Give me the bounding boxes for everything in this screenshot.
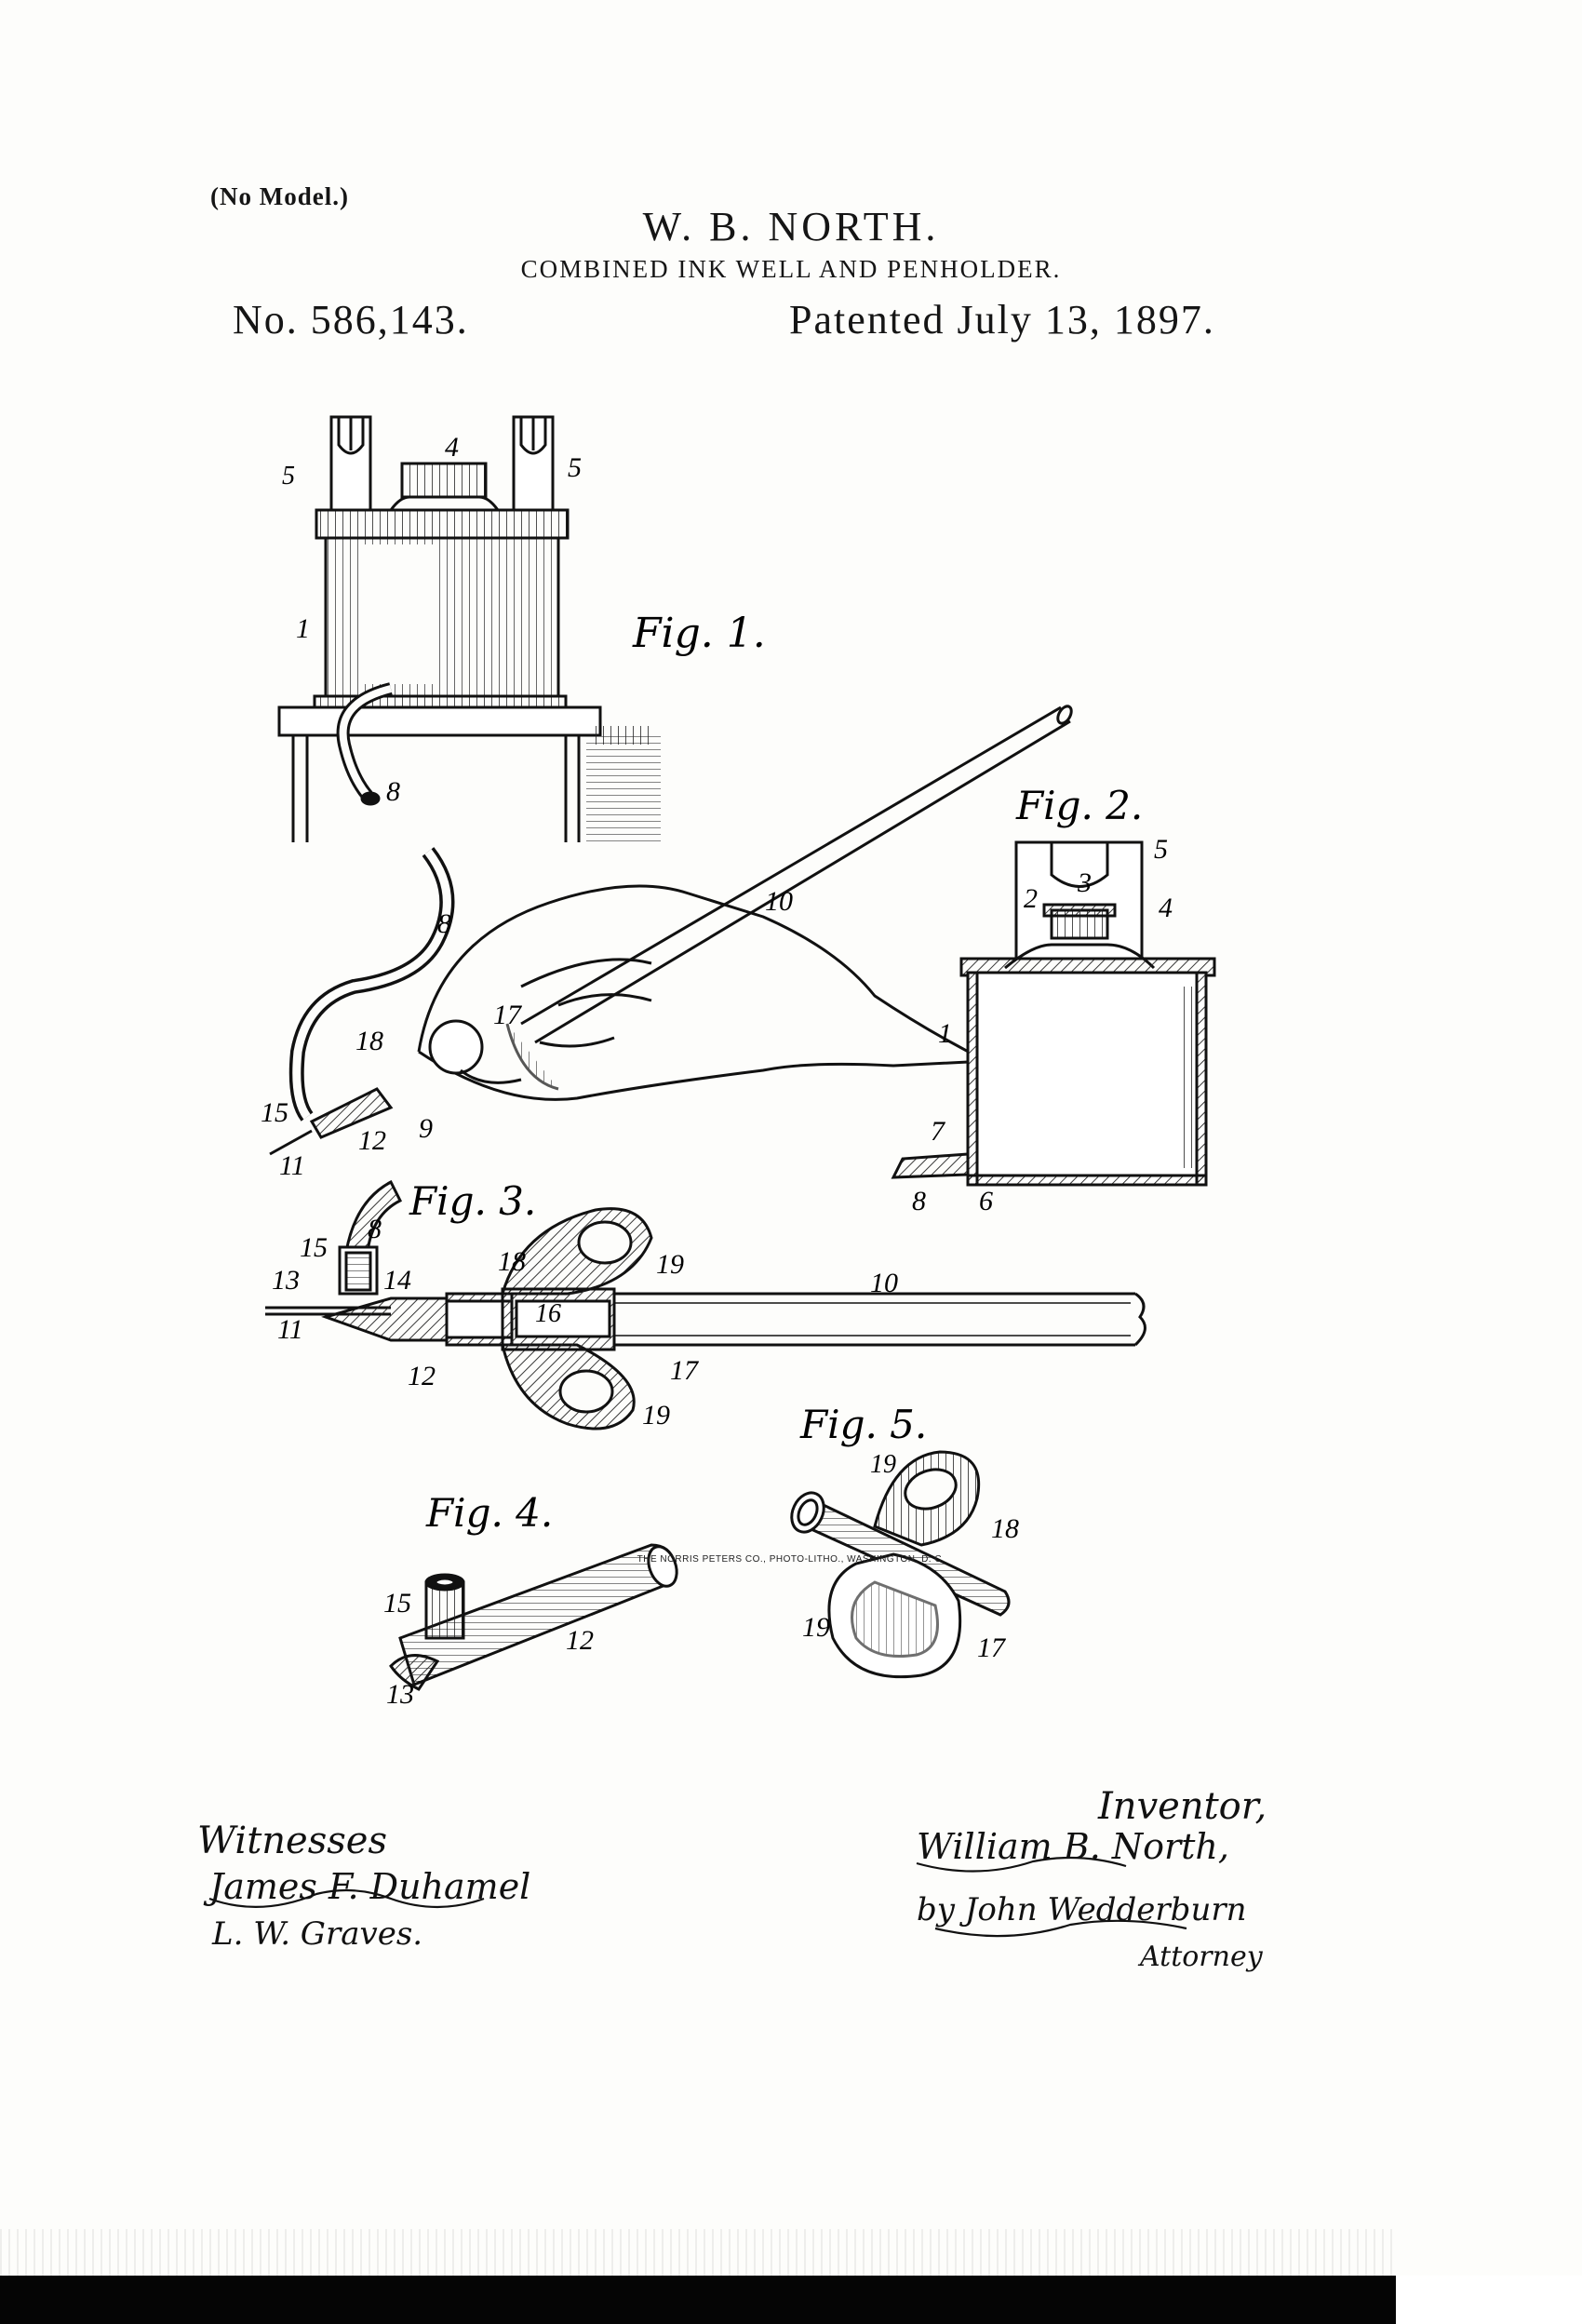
fig3-drawing bbox=[265, 1179, 1146, 1431]
hand-num-9: 9 bbox=[419, 1113, 433, 1144]
inventor-label: Inventor, bbox=[1098, 1785, 1267, 1828]
scan-edge bbox=[1396, 2276, 1582, 2324]
patent-number: No. 586,143. bbox=[233, 297, 469, 343]
inventor-heading: W. B. NORTH. bbox=[642, 204, 940, 249]
fig4-num-15: 15 bbox=[383, 1588, 411, 1619]
fig2-num-2: 2 bbox=[1024, 883, 1038, 914]
attorney-label: Attorney bbox=[1140, 1941, 1263, 1973]
fig4-label: Fig. 4. bbox=[425, 1490, 553, 1536]
fig2-num-8: 8 bbox=[912, 1186, 926, 1216]
hand-num-17: 17 bbox=[493, 1000, 523, 1030]
fig3-num-18: 18 bbox=[498, 1246, 526, 1277]
fig5-label: Fig. 5. bbox=[799, 1402, 927, 1447]
fig2-num-1: 1 bbox=[938, 1018, 952, 1049]
fig2-num-7: 7 bbox=[931, 1116, 946, 1147]
witness-1-signature: James F. Duhamel bbox=[209, 1866, 531, 1907]
fig2-num-3: 3 bbox=[1077, 867, 1092, 898]
fig2-drawing bbox=[891, 840, 1216, 1187]
fig5-drawing bbox=[790, 1450, 1011, 1679]
fig3-label: Fig. 3. bbox=[409, 1178, 536, 1224]
fig3-num-8: 8 bbox=[368, 1214, 382, 1244]
fig3-num-17: 17 bbox=[670, 1355, 700, 1386]
fig1-num-5-right: 5 bbox=[568, 452, 582, 483]
fig4-num-12: 12 bbox=[566, 1625, 594, 1656]
fig1-label: Fig. 1. bbox=[632, 610, 766, 657]
hand-num-11: 11 bbox=[279, 1150, 305, 1181]
hand-num-8: 8 bbox=[437, 908, 451, 939]
fig3-num-12: 12 bbox=[408, 1361, 436, 1391]
scan-noise bbox=[0, 2229, 1396, 2276]
fig1-num-5-left: 5 bbox=[282, 462, 295, 490]
fig2-num-6: 6 bbox=[979, 1186, 993, 1216]
attorney-signature: by John Wedderburn bbox=[917, 1891, 1247, 1928]
fig3-num-10: 10 bbox=[870, 1268, 898, 1298]
fig3-num-14: 14 bbox=[383, 1265, 411, 1296]
fig4-drawing bbox=[389, 1543, 678, 1691]
fig2-label: Fig. 2. bbox=[1015, 783, 1143, 828]
witnesses-label: Witnesses bbox=[197, 1820, 387, 1862]
fig1-num-1: 1 bbox=[296, 613, 310, 644]
fig3-num-19-top: 19 bbox=[656, 1249, 684, 1280]
hand-num-15: 15 bbox=[261, 1097, 288, 1128]
scan-bottom-band bbox=[0, 2276, 1396, 2324]
patent-date: Patented July 13, 1897. bbox=[789, 297, 1215, 343]
hand-num-18: 18 bbox=[355, 1026, 383, 1056]
hand-drawing bbox=[269, 705, 1073, 1156]
fig1-drawing bbox=[277, 415, 661, 842]
witness-2-signature: L. W. Graves. bbox=[212, 1915, 423, 1953]
fig1-num-8: 8 bbox=[386, 776, 400, 807]
signature-flourishes bbox=[208, 1856, 1187, 1938]
patent-title: COMBINED INK WELL AND PENHOLDER. bbox=[520, 255, 1062, 283]
inventor-signature: William B. North, bbox=[917, 1826, 1229, 1867]
fig5-num-19-top: 19 bbox=[870, 1450, 896, 1479]
fig3-num-16: 16 bbox=[535, 1299, 561, 1328]
fig2-num-4: 4 bbox=[1159, 893, 1173, 923]
fig5-num-17: 17 bbox=[977, 1632, 1007, 1663]
hand-num-10: 10 bbox=[765, 886, 793, 917]
fig3-num-11: 11 bbox=[277, 1314, 303, 1345]
printer-note: THE NORRIS PETERS CO., PHOTO-LITHO., WAS… bbox=[637, 1554, 945, 1565]
fig4-num-13: 13 bbox=[386, 1679, 414, 1710]
fig2-num-5: 5 bbox=[1154, 834, 1168, 865]
fig3-num-19-bottom: 19 bbox=[642, 1400, 670, 1431]
fig3-num-15: 15 bbox=[300, 1232, 328, 1263]
model-note: (No Model.) bbox=[210, 182, 349, 210]
fig1-num-4: 4 bbox=[445, 432, 459, 463]
fig5-num-19-bottom: 19 bbox=[802, 1612, 830, 1643]
fig5-num-18: 18 bbox=[991, 1513, 1019, 1544]
fig3-num-13: 13 bbox=[272, 1265, 300, 1296]
hand-num-12: 12 bbox=[358, 1125, 386, 1156]
